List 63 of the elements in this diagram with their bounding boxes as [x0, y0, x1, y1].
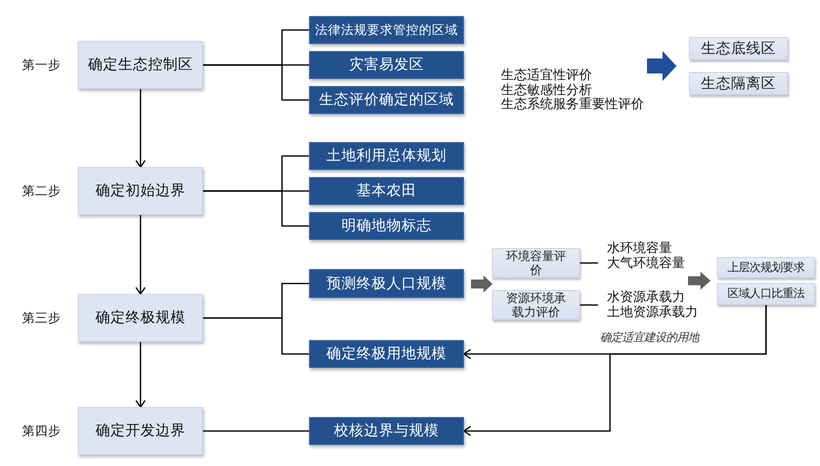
step-text: 确定生态控制区: [88, 56, 193, 74]
note-text: 生态适宜性评价: [501, 69, 592, 84]
factor-box: [309, 417, 464, 445]
box-label: 预测终极人口规模: [326, 274, 446, 292]
box-label: 生态评价确定的区域: [319, 91, 454, 109]
result-box: [492, 248, 580, 278]
step-text: 确定初始边界: [96, 182, 186, 200]
box-label: 区域人口比重法: [728, 287, 804, 301]
box-label: 校核边界与规模: [334, 422, 439, 440]
block-arrow: [688, 272, 710, 290]
step-label: 第四步: [22, 423, 61, 439]
result-box: [717, 283, 815, 305]
arrow: [135, 342, 146, 408]
box-label: 基本农田: [356, 182, 416, 200]
connector-line: [203, 190, 309, 227]
note-text: 生态系统服务重要性评价: [501, 98, 644, 113]
arrow: [135, 89, 146, 168]
block-arrow: [471, 276, 492, 292]
step-text: 确定开发边界: [96, 422, 186, 440]
box-label: 法律法规要求管控的区域: [315, 22, 458, 38]
note-text: 大气环境容量: [607, 256, 685, 271]
factor-box: [309, 86, 464, 114]
connector-line: [203, 317, 309, 355]
box-label: 土地利用总体规划: [326, 147, 446, 165]
edge-label: 确定适宜建设的用地: [600, 331, 699, 345]
box-label: 上层次规划要求: [728, 260, 804, 274]
box-label: 确定终极用地规模: [326, 345, 446, 363]
result-box: [717, 257, 815, 278]
factor-box: [309, 177, 464, 205]
connector-line: [580, 304, 598, 306]
connector-line: [203, 64, 309, 101]
box-label: 生态底线区: [701, 40, 776, 58]
connector-line: [203, 430, 309, 432]
arrow: [463, 305, 767, 436]
box-label: 灾害易发区: [349, 56, 424, 74]
step-box: [78, 294, 203, 342]
factor-box: [309, 269, 464, 298]
factor-box: [309, 51, 464, 79]
step-box: [78, 167, 203, 215]
block-arrow: [647, 51, 676, 81]
box-label: 生态隔离区: [701, 74, 776, 92]
connector-line: [580, 262, 598, 264]
factor-box: [309, 340, 464, 368]
step-label: 第一步: [22, 57, 61, 73]
step-label: 第二步: [22, 183, 61, 199]
factor-box: [309, 16, 464, 44]
step-box: [78, 407, 203, 455]
factor-box: [309, 212, 464, 240]
note-text: 水资源承载力: [607, 290, 685, 305]
note-text: 生态敏感性分析: [501, 84, 592, 98]
note-text: 水环境容量: [607, 241, 672, 256]
box-label: 明确地物标志: [342, 217, 432, 235]
step-text: 确定终极规模: [96, 309, 186, 327]
step-box: [78, 41, 203, 89]
step-label: 第三步: [22, 310, 61, 326]
box-label: 环境容量评价: [505, 249, 567, 277]
result-box: [492, 290, 580, 320]
factor-box: [309, 142, 464, 170]
box-label: 资源环境承载力评价: [505, 291, 567, 319]
note-text: 土地资源承载力: [607, 305, 698, 320]
result-box: [689, 37, 788, 60]
arrow: [135, 215, 146, 295]
result-box: [689, 72, 788, 95]
